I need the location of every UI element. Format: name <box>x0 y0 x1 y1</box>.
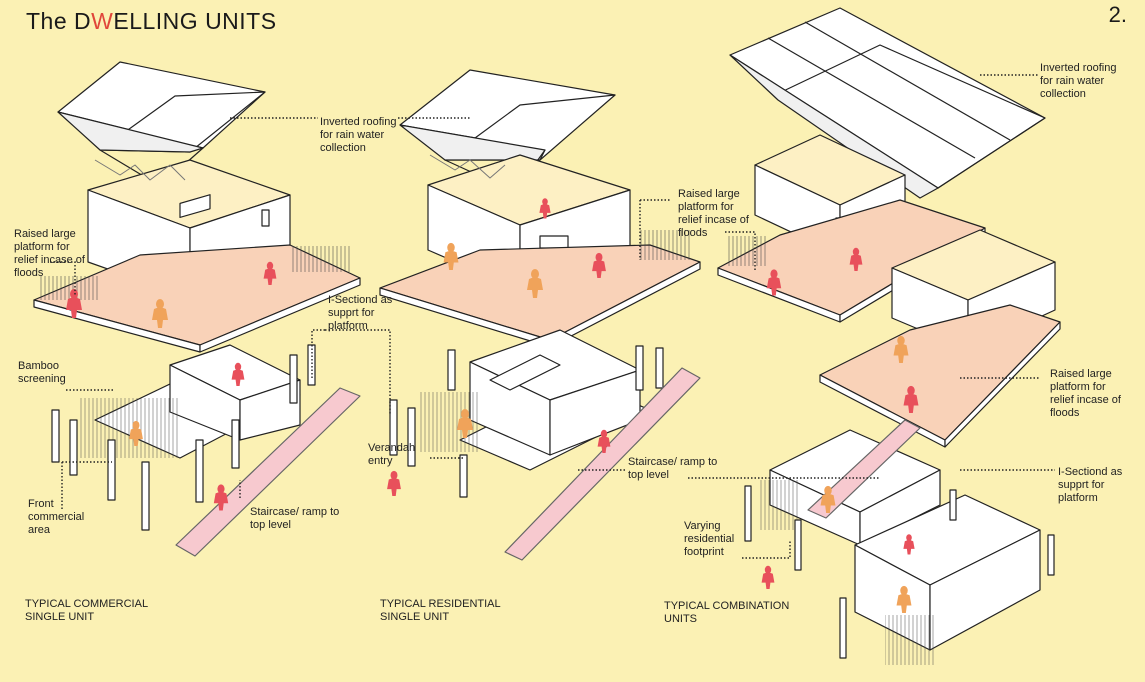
title-start: The D <box>26 8 92 34</box>
label-roof-commercial: Inverted roofing for rain water collecti… <box>320 116 397 154</box>
combination-staircase <box>807 419 921 519</box>
leader-lines <box>50 74 1055 559</box>
combination-lower-floors <box>744 429 1055 665</box>
page-number: 2. <box>1108 2 1127 27</box>
caption-combination-units: TYPICAL COMBINATION UNITS <box>664 600 790 625</box>
label-isection-residential: I-Sectiond as supprt for platform <box>328 294 393 332</box>
label-bamboo-screening: Bamboo screening <box>18 360 66 385</box>
combination-roof <box>729 7 1046 199</box>
residential-staircase <box>504 367 701 561</box>
label-platform-residential: Raised large platform for relief incase … <box>678 188 749 239</box>
label-front-commercial-area: Front commercial area <box>28 498 85 536</box>
caption-residential-unit: TYPICAL RESIDENTIAL SINGLE UNIT <box>380 598 501 623</box>
residential-platform <box>379 230 701 348</box>
label-staircase-residential: Staircase/ ramp to top level <box>628 456 718 481</box>
label-platform-combination: Raised large platform for relief incase … <box>1050 368 1121 419</box>
label-isection-combination: I-Sectiond as supprt for platform <box>1058 466 1123 504</box>
caption-commercial-unit: TYPICAL COMMERCIAL SINGLE UNIT <box>25 598 149 623</box>
commercial-lower-floor <box>51 344 316 531</box>
combination-platform-2 <box>819 304 1061 448</box>
page-title: The DWELLING UNITS <box>26 8 277 35</box>
label-roof-combination: Inverted roofing for rain water collecti… <box>1040 62 1117 100</box>
label-platform-commercial: Raised large platform for relief incase … <box>14 228 85 279</box>
title-accent-letter: W <box>91 8 114 34</box>
commercial-roof <box>57 61 266 187</box>
title-end: ELLING UNITS <box>113 8 277 34</box>
commercial-unit-drawing <box>33 61 361 557</box>
label-staircase-commercial: Staircase/ ramp to top level <box>250 506 340 531</box>
residential-unit-drawing <box>379 69 701 561</box>
label-verandah-entry: Verandah entry <box>368 442 416 467</box>
residential-lower-floor <box>389 329 664 498</box>
combination-unit-drawing <box>717 7 1061 665</box>
residential-roof <box>399 69 616 193</box>
label-varying-footprint: Varying residential footprint <box>684 520 735 558</box>
commercial-staircase <box>175 387 361 557</box>
